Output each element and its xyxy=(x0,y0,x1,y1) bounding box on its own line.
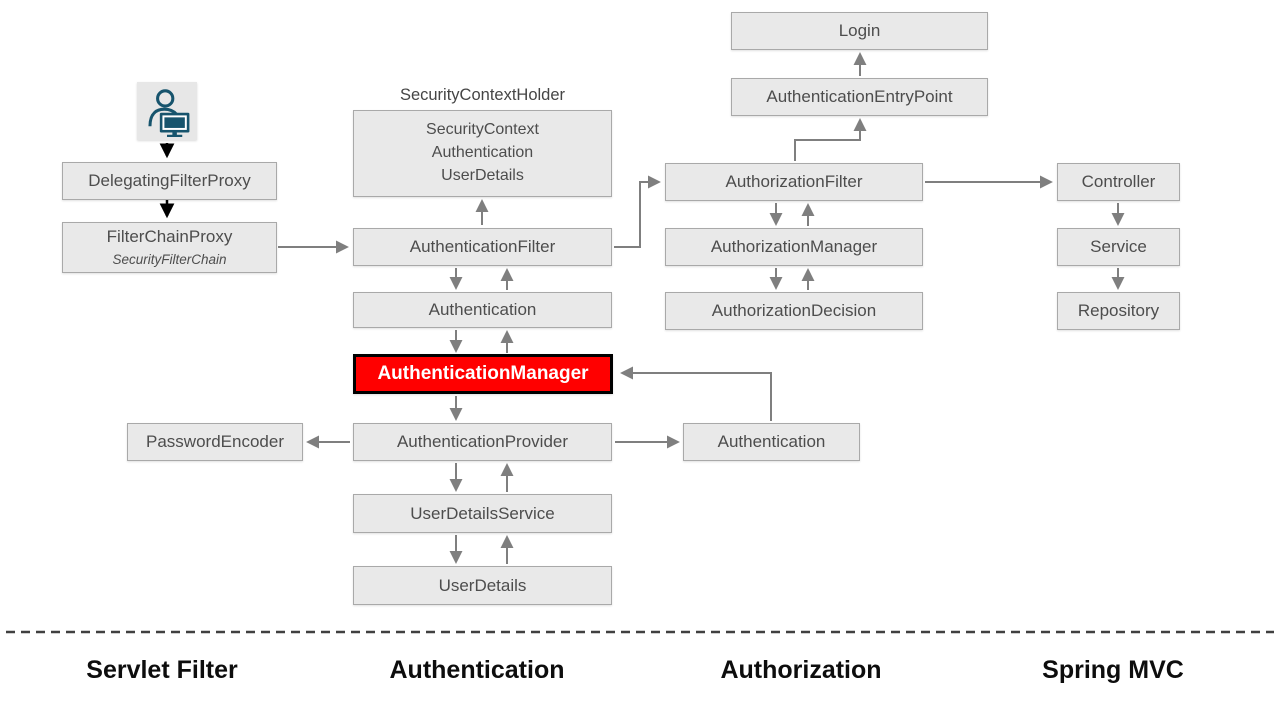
node-controller: Controller xyxy=(1057,163,1180,201)
node-filter-chain-proxy-label: FilterChainProxy xyxy=(106,227,233,247)
lane-label-servlet-filter: Servlet Filter xyxy=(86,656,238,684)
lane-label-spring-mvc: Spring MVC xyxy=(1042,656,1184,684)
node-authentication-provider: AuthenticationProvider xyxy=(353,423,612,461)
user-at-computer-icon xyxy=(137,82,197,140)
node-authentication-manager-highlighted: AuthenticationManager xyxy=(353,354,613,394)
node-repository: Repository xyxy=(1057,292,1180,330)
security-context-holder-title: SecurityContextHolder xyxy=(399,86,566,104)
node-security-filter-chain-label: SecurityFilterChain xyxy=(112,252,227,268)
node-authentication-result: Authentication xyxy=(683,423,860,461)
user-details-line: UserDetails xyxy=(441,166,524,184)
node-filter-chain-proxy: FilterChainProxy SecurityFilterChain xyxy=(62,222,277,273)
node-delegating-filter-proxy: DelegatingFilterProxy xyxy=(62,162,277,200)
node-authorization-filter: AuthorizationFilter xyxy=(665,163,923,201)
node-authentication: Authentication xyxy=(353,292,612,328)
lane-label-authorization: Authorization xyxy=(720,656,882,684)
security-context-line: SecurityContext xyxy=(426,121,539,139)
node-authentication-entry-point: AuthenticationEntryPoint xyxy=(731,78,988,116)
node-user-details: UserDetails xyxy=(353,566,612,605)
node-user-details-service: UserDetailsService xyxy=(353,494,612,533)
node-security-context-holder: SecurityContext Authentication UserDetai… xyxy=(353,110,612,197)
node-service: Service xyxy=(1057,228,1180,266)
authentication-line: Authentication xyxy=(431,144,534,162)
node-authorization-manager: AuthorizationManager xyxy=(665,228,923,266)
node-password-encoder: PasswordEncoder xyxy=(127,423,303,461)
node-login: Login xyxy=(731,12,988,50)
arrows-gray xyxy=(278,52,1125,564)
node-authorization-decision: AuthorizationDecision xyxy=(665,292,923,330)
node-authentication-filter: AuthenticationFilter xyxy=(353,228,612,266)
person-monitor-glyph xyxy=(148,89,190,137)
lane-label-authentication: Authentication xyxy=(389,656,565,684)
